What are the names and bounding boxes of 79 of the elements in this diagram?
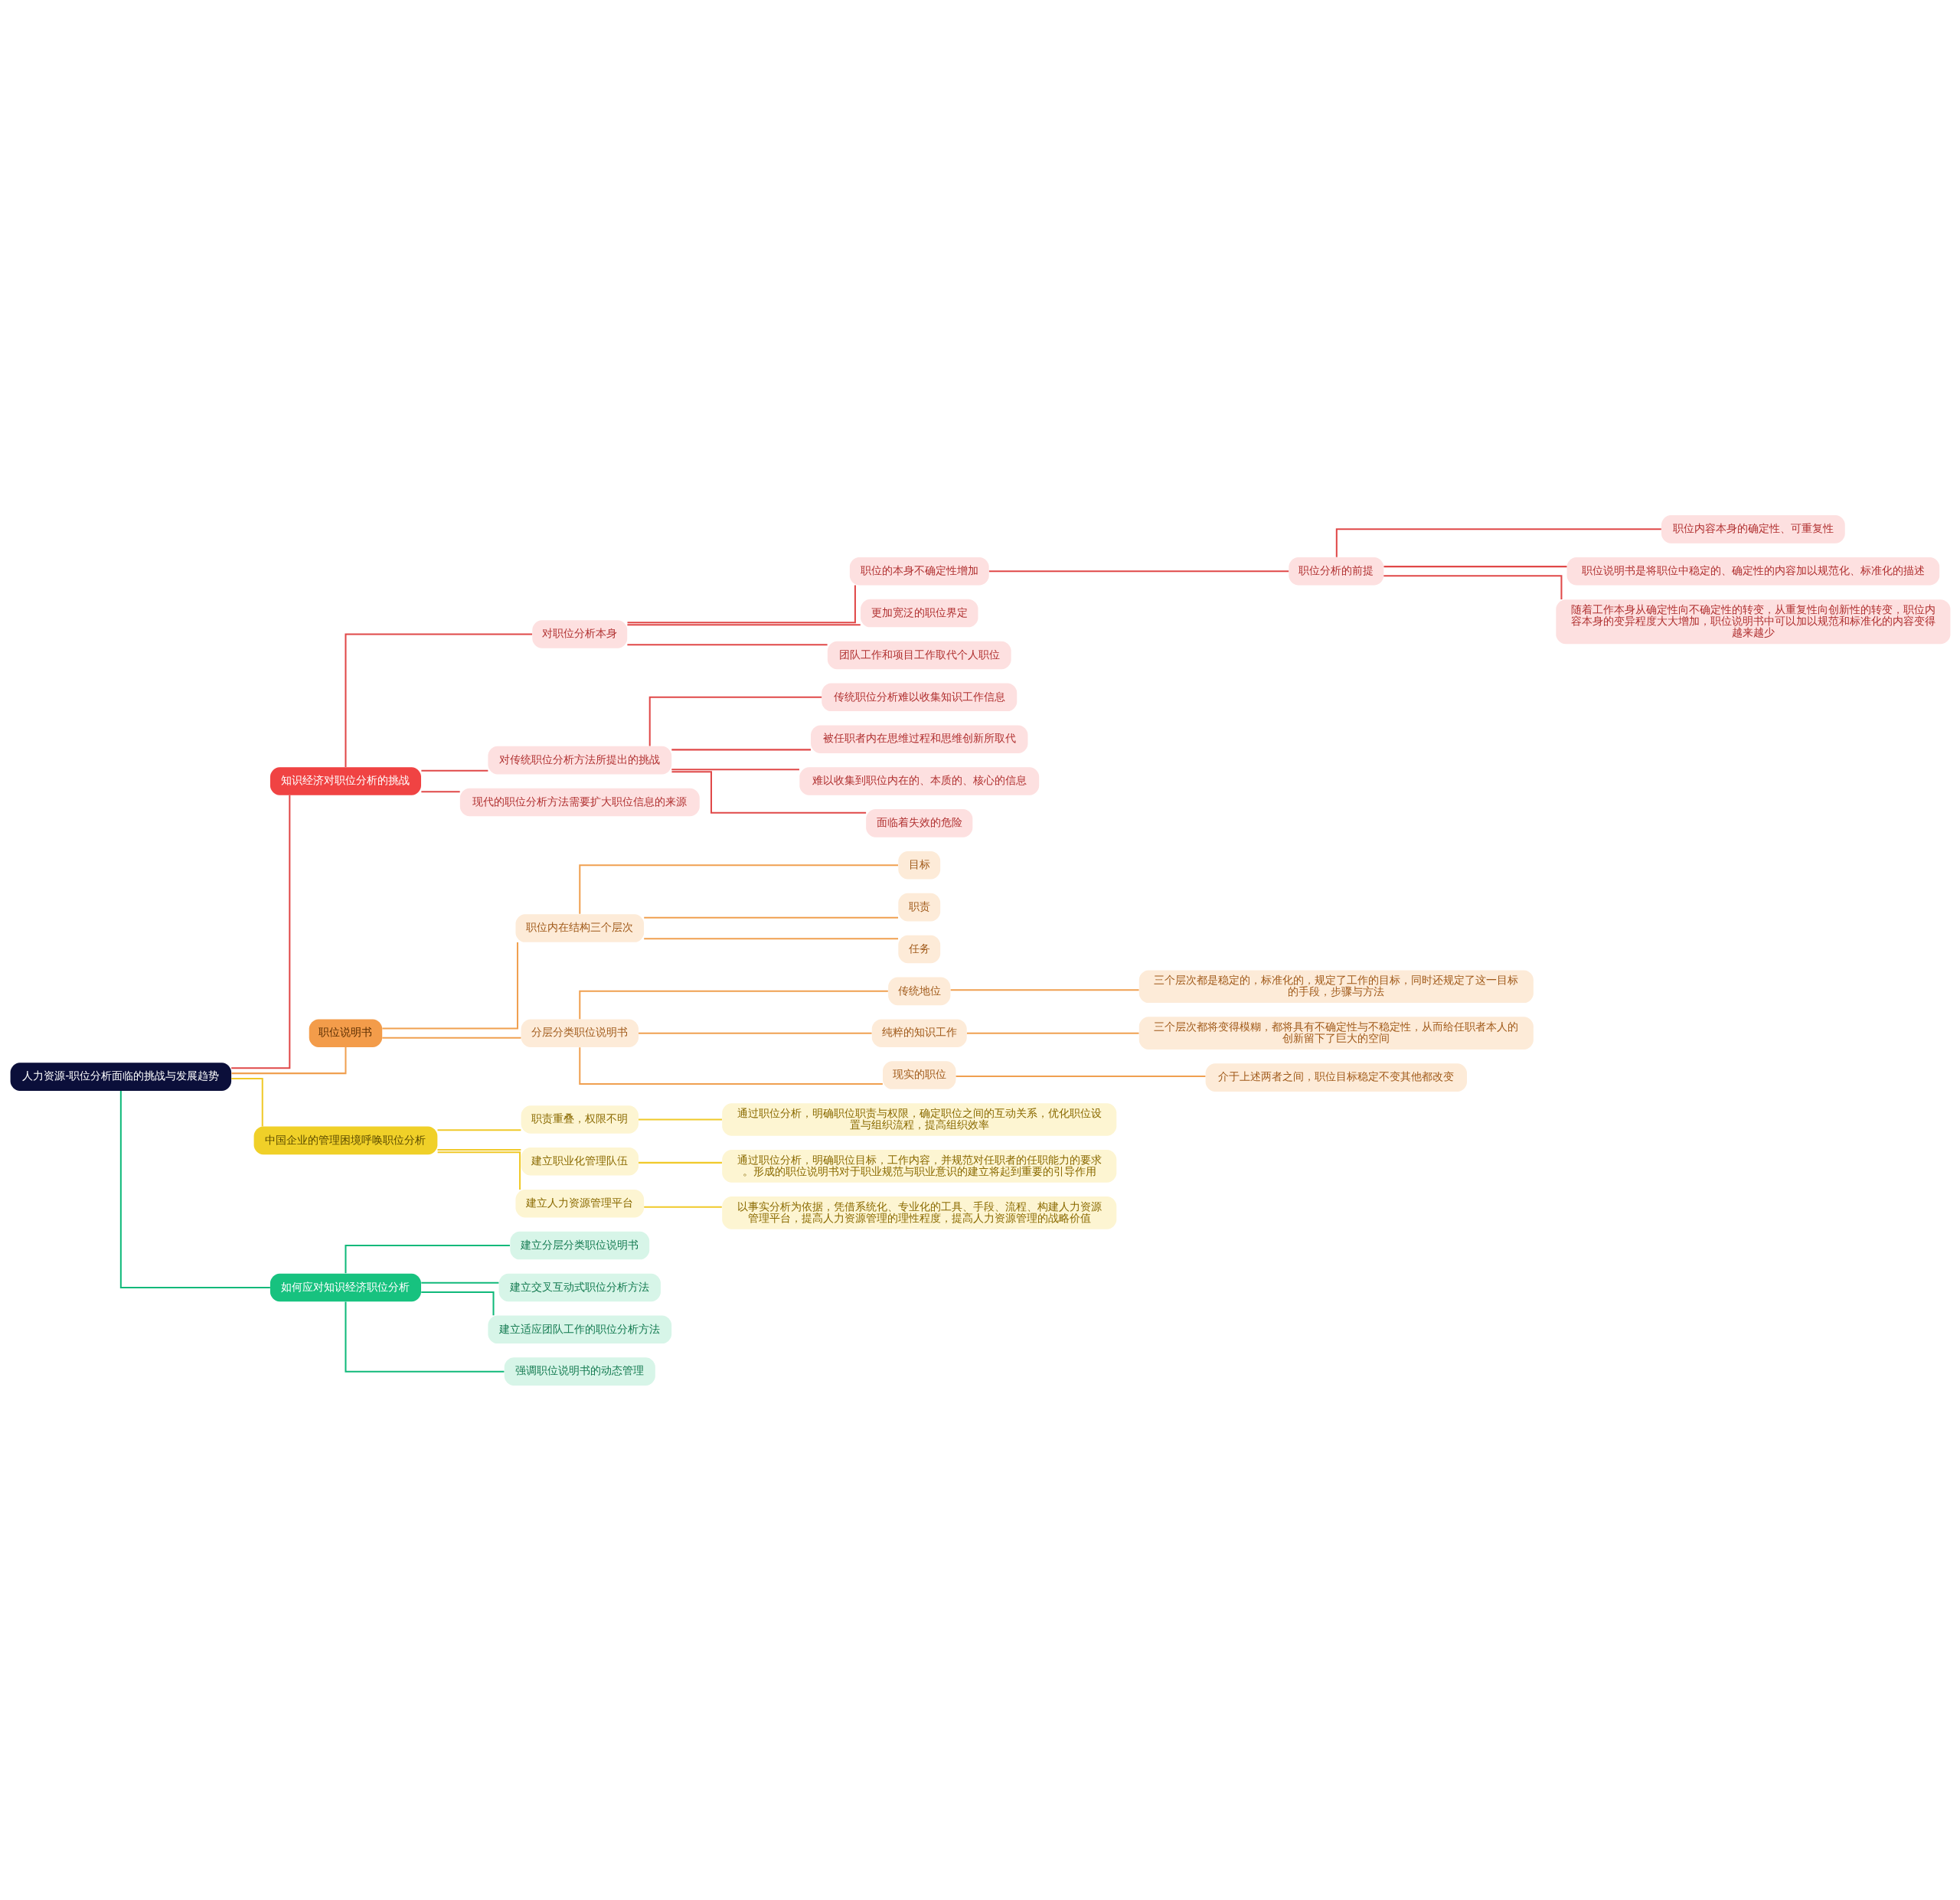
node-box: 建立职业化管理队伍 <box>521 1147 639 1176</box>
node-box: 更加宽泛的职位界定 <box>860 599 978 627</box>
node-box: 团队工作和项目工作取代个人职位 <box>827 641 1011 669</box>
connector <box>230 795 290 1069</box>
connector <box>231 1046 346 1074</box>
node-box: 目标 <box>897 850 940 880</box>
node-box: 中国企业的管理困境呼唤职位分析 <box>253 1126 437 1154</box>
connector <box>578 1046 883 1085</box>
node-box: 通过职位分析，明确职位目标，工作内容，并规范对任职者的任职能力的要求。形成的职位说明书对于职业规范与职业意识的建立将起到重要的引导作用 <box>721 1149 1116 1183</box>
node-box: 任务 <box>897 935 940 963</box>
node-box: 职责重叠，权限不明 <box>521 1105 639 1134</box>
connector <box>420 1291 494 1315</box>
connector <box>381 1037 521 1039</box>
node-box: 纯粹的知识工作 <box>871 1018 967 1047</box>
node-box: 通过职位分析，明确职位职责与权限，确定职位之间的互动关系，优化职位设置与组织流程，提高组织效率 <box>721 1102 1116 1136</box>
node-box: 职位内容本身的确定性、可重复性 <box>1661 514 1845 544</box>
connector <box>966 1032 1138 1034</box>
node-box: 三个层次都将变得模糊，都将具有不确定性与不稳定性，从而给任职者本人的创新留下了巨大的空间 <box>1138 1016 1534 1050</box>
connector <box>627 585 856 623</box>
node-box: 对职位分析本身 <box>531 619 627 648</box>
connector <box>643 937 898 939</box>
connector <box>643 1206 722 1208</box>
node-box: 随着工作本身从确定性向不确定性的转变，从重复性向创新性的转变，职位内容本身的变异程度大大增加，职位说明书中可以加以规范和标准化的内容变得越来越少 <box>1555 599 1950 644</box>
connector <box>230 1077 263 1127</box>
connector <box>671 770 866 814</box>
connector <box>420 790 460 792</box>
node-box: 职位的本身不确定性增加 <box>849 557 989 585</box>
connector <box>420 1281 498 1284</box>
connector <box>1383 565 1566 567</box>
connector <box>1335 527 1661 557</box>
node-box: 面临着失效的危险 <box>865 808 972 837</box>
node-box: 建立人力资源管理平台 <box>514 1189 644 1217</box>
node-box: 以事实分析为依据，凭借系统化、专业化的工具、手段、流程、构建人力资源管理平台，提高人力资源管理的理性程度，提高人力资源管理的战略价值 <box>721 1196 1116 1229</box>
connector <box>988 570 1289 572</box>
node-box: 建立交叉互动式职位分析方法 <box>498 1273 661 1301</box>
connector <box>119 1090 270 1288</box>
connector <box>643 916 898 919</box>
node-box: 被任职者内在思维过程和思维创新所取代 <box>810 724 1027 753</box>
node-box: 现实的职位 <box>882 1060 956 1089</box>
connector <box>671 748 811 750</box>
node-box: 建立分层分类职位说明书 <box>509 1231 649 1259</box>
connector <box>626 623 861 625</box>
connector <box>437 1151 521 1190</box>
connector <box>420 769 488 772</box>
node-box: 职责 <box>897 893 940 921</box>
node-box: 建立适应团队工作的职位分析方法 <box>487 1315 671 1343</box>
node-box: 如何应对知识经济职位分析 <box>270 1273 421 1301</box>
connector <box>344 633 532 767</box>
node-box: 难以收集到职位内在的、本质的、核心的信息 <box>799 766 1039 795</box>
node-box: 职位分析的前提 <box>1288 557 1383 585</box>
connector <box>1383 574 1562 599</box>
connector <box>381 942 518 1030</box>
node-box: 职位内在结构三个层次 <box>514 913 644 942</box>
connector <box>648 696 822 746</box>
node-box: 对传统职位分析方法所提出的挑战 <box>487 746 671 774</box>
node-box: 强调职位说明书的动态管理 <box>504 1356 655 1386</box>
connector <box>956 1075 1205 1077</box>
node-box: 三个层次都是稳定的，标准化的，规定了工作的目标，同时还规定了这一目标的手段，步骤与方法 <box>1138 969 1534 1003</box>
node-box: 传统职位分析难以收集知识工作信息 <box>821 683 1017 711</box>
connector <box>638 1118 722 1120</box>
connector <box>344 1301 504 1373</box>
node-box: 职位说明书 <box>309 1018 382 1047</box>
node-box: 分层分类职位说明书 <box>521 1018 639 1047</box>
connector <box>638 1161 722 1164</box>
connector <box>344 1244 510 1273</box>
node-box: 职位说明书是将职位中稳定的、确定性的内容加以规范化、标准化的描述 <box>1566 557 1939 585</box>
connector <box>626 643 828 645</box>
connector <box>436 1128 521 1131</box>
node-box: 知识经济对职位分析的挑战 <box>270 766 421 795</box>
node-box: 介于上述两者之间，职位目标稳定不变其他都改变 <box>1205 1063 1467 1092</box>
connector <box>671 768 799 770</box>
node-box: 传统地位 <box>887 977 950 1005</box>
connector <box>578 990 888 1019</box>
connector <box>950 988 1139 991</box>
node-box: 现代的职位分析方法需要扩大职位信息的来源 <box>459 788 700 816</box>
connector <box>436 1148 521 1151</box>
node-box: 人力资源-职位分析面临的挑战与发展趋势 <box>10 1062 231 1091</box>
connector <box>578 863 898 914</box>
connector <box>638 1032 872 1034</box>
